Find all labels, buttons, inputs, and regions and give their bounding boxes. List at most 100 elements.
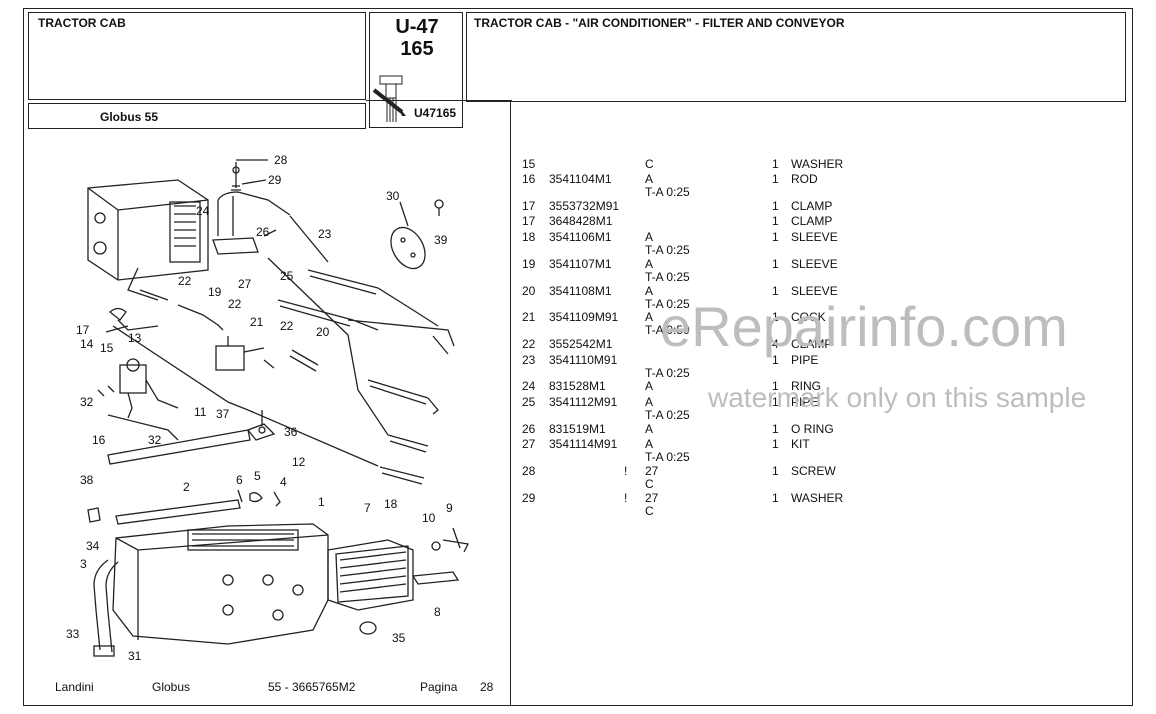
part-description: O RING	[791, 422, 834, 436]
part-number: 24	[522, 379, 536, 393]
callout-label: 5	[254, 469, 261, 483]
part-note: C	[645, 477, 654, 491]
part-note: C	[645, 504, 654, 518]
exploded-diagram: 28 29 24 26 30 39 23 27 25 22 19 22 21 2…	[66, 153, 469, 663]
reference-box	[369, 12, 463, 128]
part-code: 3553732M91	[549, 199, 620, 213]
part-code: 3541107M1	[549, 257, 612, 271]
part-quantity: 1	[772, 214, 779, 228]
part-number: 18	[522, 230, 536, 244]
part-variant: A	[645, 172, 654, 186]
callout-label: 16	[92, 433, 106, 447]
part-number: 23	[522, 353, 536, 367]
callout-label: 27	[238, 277, 252, 291]
part-code: 831528M1	[549, 379, 606, 393]
part-quantity: 1	[772, 284, 779, 298]
part-quantity: 1	[772, 437, 779, 451]
part-note: T-A 0:25	[645, 450, 690, 464]
callout-label: 22	[280, 319, 294, 333]
footer-page-number: 28	[480, 680, 494, 694]
part-quantity: 1	[772, 422, 779, 436]
part-variant: A	[645, 230, 654, 244]
part-number: 25	[522, 395, 536, 409]
ref-number: 165	[400, 38, 434, 60]
part-quantity: 1	[772, 157, 779, 171]
callout-label: 12	[292, 455, 306, 469]
part-variant: A	[645, 379, 654, 393]
wrench-icon	[372, 75, 406, 122]
callout-label: 33	[66, 627, 80, 641]
part-number: 16	[522, 172, 536, 186]
part-variant: A	[645, 422, 654, 436]
header-divider	[366, 100, 512, 101]
part-note: T-A 0:25	[645, 366, 690, 380]
part-variant: A	[645, 310, 654, 324]
callout-label: 35	[392, 631, 406, 645]
section-box	[28, 12, 366, 100]
part-description: WASHER	[791, 491, 844, 505]
part-variant: 27	[645, 464, 659, 478]
callout-label: 32	[148, 433, 162, 447]
part-number: 27	[522, 437, 536, 451]
part-description: WASHER	[791, 157, 844, 171]
page-frame	[23, 8, 1133, 706]
reference-id: U47165	[414, 106, 457, 120]
callout-label: 17	[76, 323, 90, 337]
callout-label: 4	[280, 475, 287, 489]
part-code: 831519M1	[549, 422, 606, 436]
footer-model: Globus	[152, 680, 191, 694]
page-title: TRACTOR CAB - "AIR CONDITIONER" - FILTER…	[474, 16, 845, 30]
part-code: 3541112M91	[549, 395, 618, 409]
callout-label: 1	[318, 495, 325, 509]
callout-label: 23	[318, 227, 332, 241]
footer-doc-number: 55 - 3665765M2	[268, 680, 356, 694]
part-quantity: 1	[772, 379, 779, 393]
part-number: 28	[522, 464, 536, 478]
part-note: T-A 0:25	[645, 297, 690, 311]
part-description: SLEEVE	[791, 230, 838, 244]
footer-brand: Landini	[55, 680, 94, 694]
callout-label: 24	[196, 204, 210, 218]
callout-label: 36	[284, 425, 298, 439]
callout-label: 26	[256, 225, 270, 239]
watermark-main: eRepairinfo.com	[660, 295, 1068, 358]
callout-label: 22	[228, 297, 242, 311]
part-variant: C	[645, 157, 654, 171]
callout-label: 14	[80, 337, 94, 351]
ref-code: U-47	[395, 16, 439, 38]
callout-label: 31	[128, 649, 142, 663]
part-flag: !	[624, 491, 628, 505]
part-quantity: 1	[772, 464, 779, 478]
callout-label: 28	[274, 153, 288, 167]
part-code: 3541108M1	[549, 284, 612, 298]
part-description: KIT	[791, 437, 810, 451]
callout-label: 38	[80, 473, 94, 487]
part-description: RING	[791, 379, 821, 393]
title-box	[466, 12, 1126, 102]
part-quantity: 1	[772, 172, 779, 186]
part-description: CLAMP	[791, 337, 833, 351]
part-number: 17	[522, 199, 536, 213]
callout-label: 34	[86, 539, 100, 553]
part-number: 19	[522, 257, 536, 271]
callout-label: 7	[364, 501, 371, 515]
part-quantity: 1	[772, 353, 779, 367]
callout-label: 37	[216, 407, 230, 421]
part-variant: 27	[645, 491, 659, 505]
callout-label: 8	[434, 605, 441, 619]
part-number: 26	[522, 422, 536, 436]
part-quantity: 1	[772, 230, 779, 244]
part-variant: A	[645, 437, 654, 451]
part-description: SLEEVE	[791, 284, 838, 298]
section-title: TRACTOR CAB	[38, 16, 126, 30]
part-quantity: 1	[772, 199, 779, 213]
part-note: T-A 0:25	[645, 243, 690, 257]
watermark-sub: watermark only on this sample	[708, 382, 1087, 413]
part-description: COCK	[791, 310, 826, 324]
part-quantity: 1	[772, 257, 779, 271]
part-number: 29	[522, 491, 536, 505]
callout-label: 20	[316, 325, 330, 339]
callout-label: 13	[128, 331, 142, 345]
part-code: 3552542M1	[549, 337, 613, 351]
model-name: Globus 55	[100, 110, 159, 124]
